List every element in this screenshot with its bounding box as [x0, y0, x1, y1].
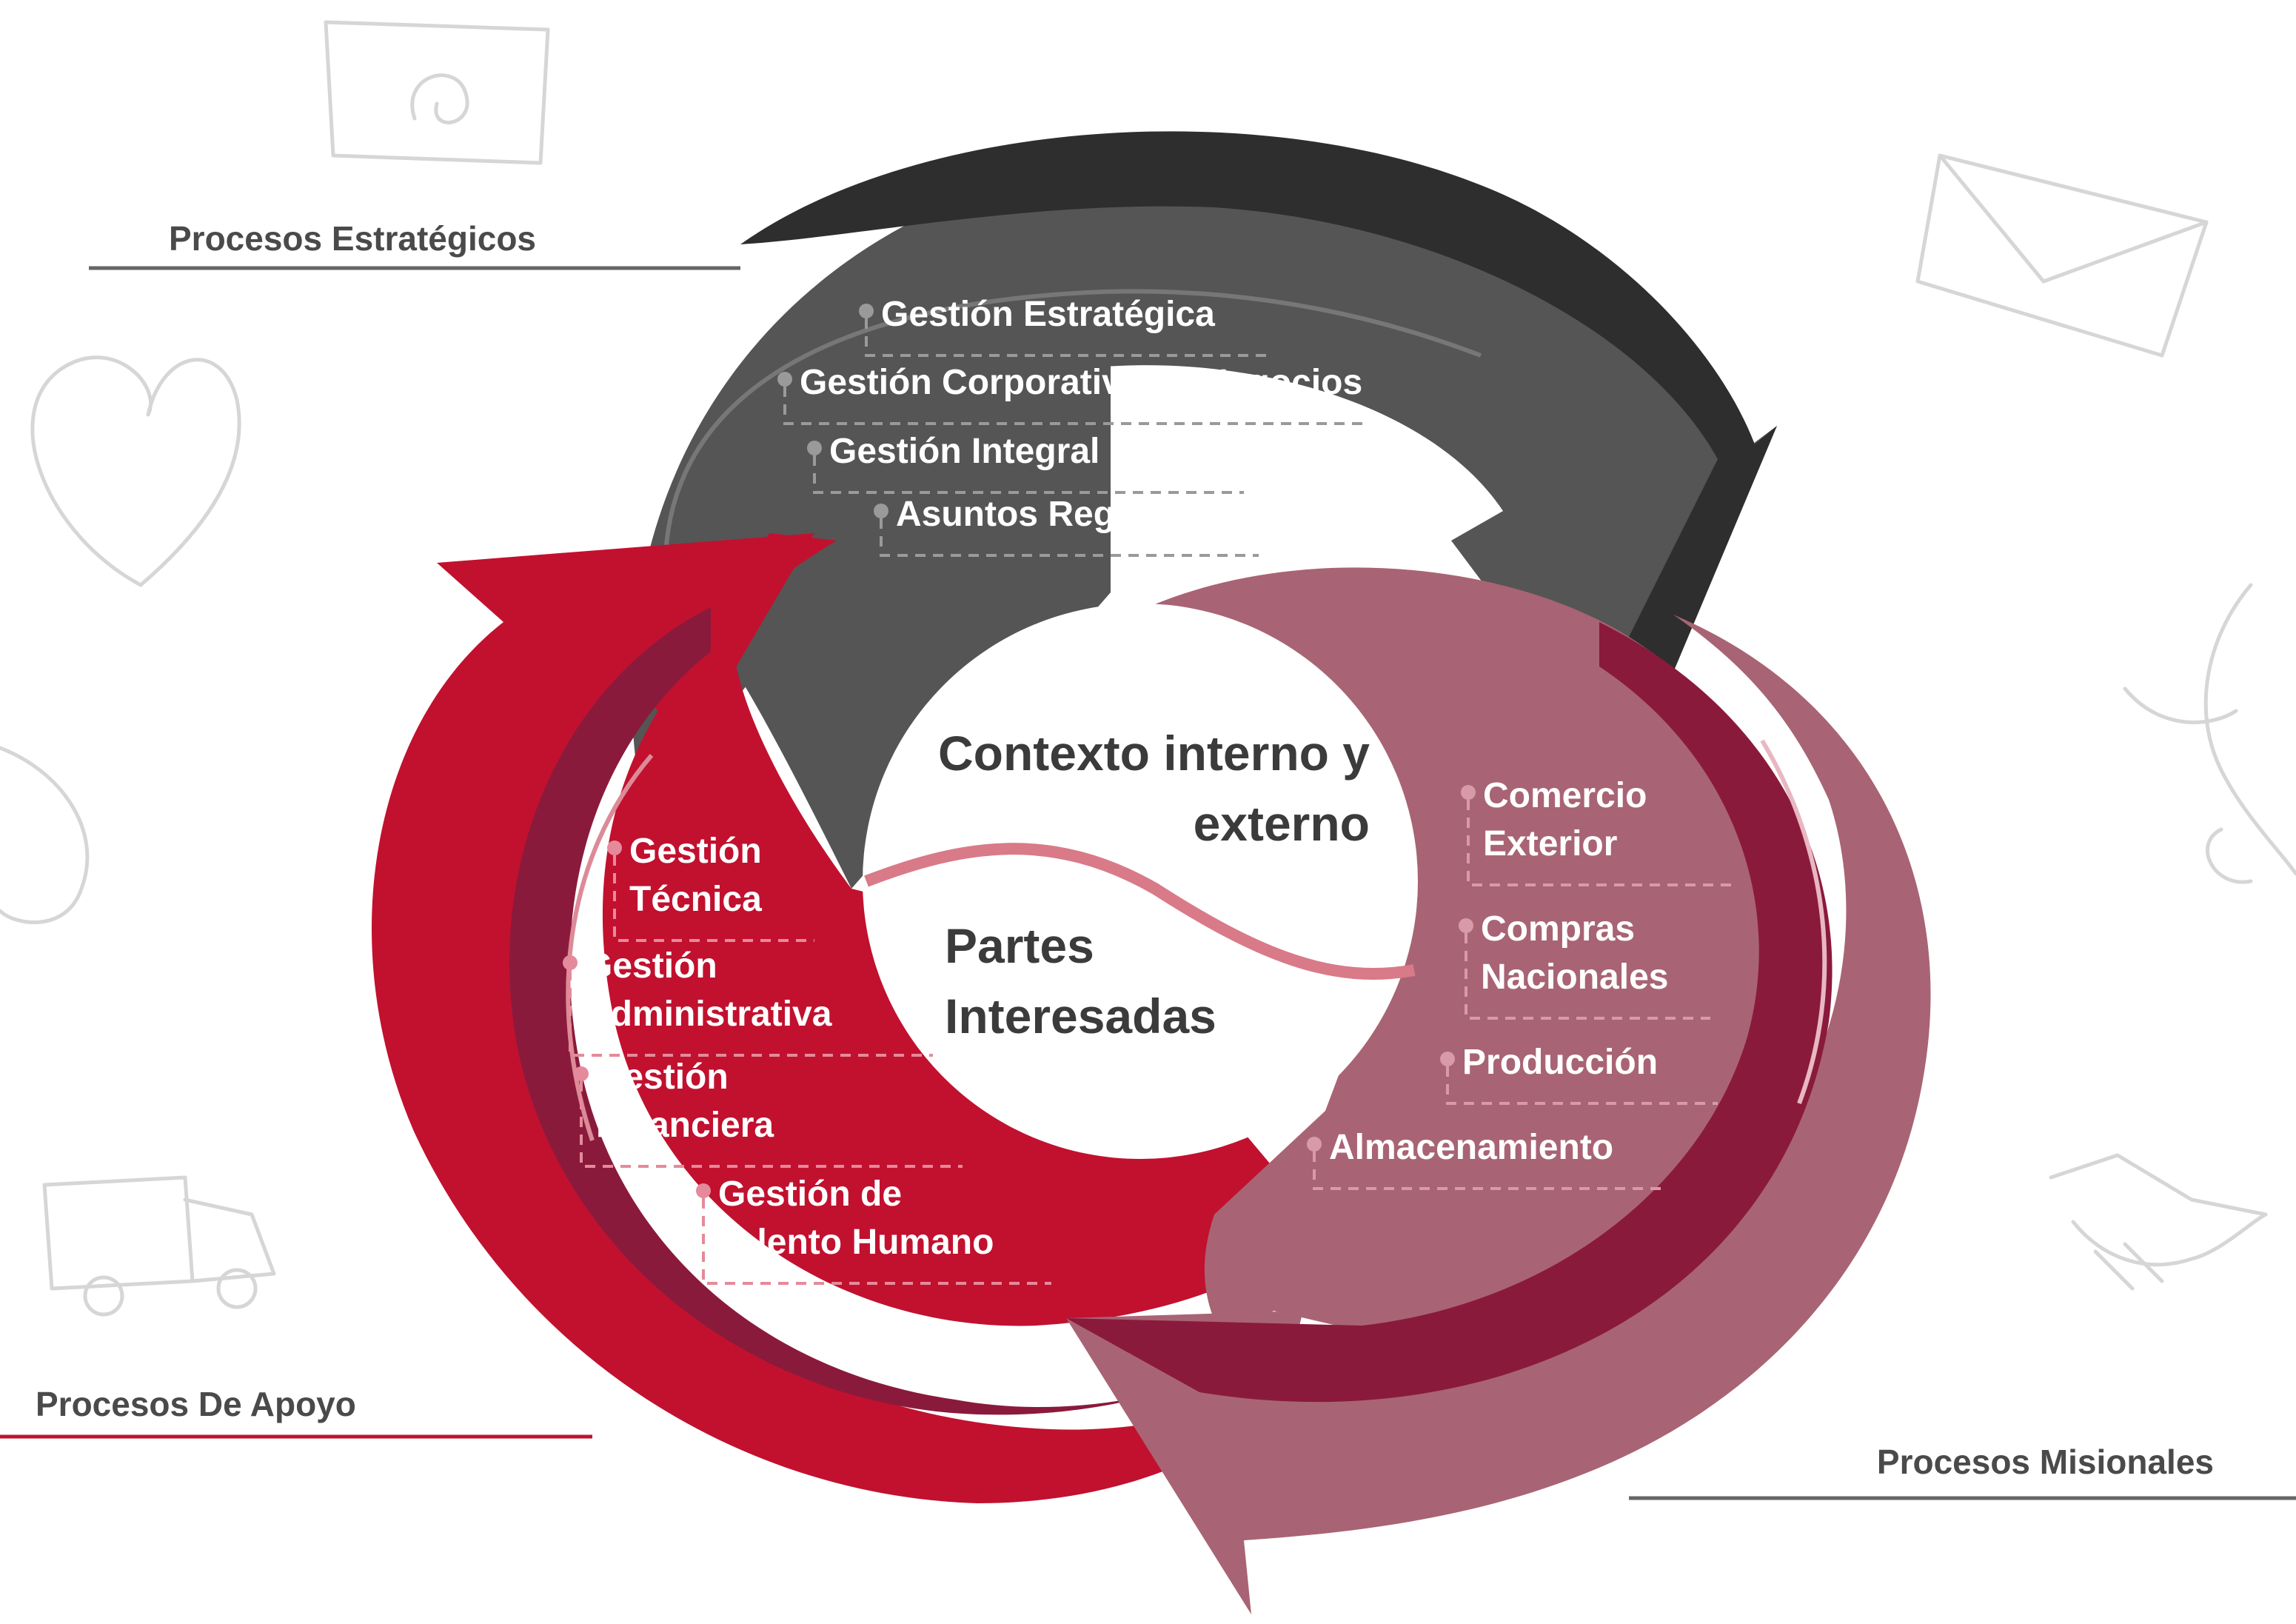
strategic-item-pin	[859, 304, 874, 318]
support-item-label: Gestión	[596, 1057, 729, 1097]
strategic-process-arrow	[632, 131, 1777, 889]
support-item-label: Administrativa	[585, 995, 832, 1034]
support-item-pin	[574, 1066, 589, 1081]
support-item-underline	[580, 1081, 963, 1168]
strategic-item-label: Asuntos Regulatorios	[896, 495, 1265, 534]
support-item-label: Técnica	[629, 880, 762, 919]
envelope-icon	[1915, 153, 2209, 358]
plant-icon	[2123, 583, 2296, 884]
mission-item-label: Producción	[1462, 1043, 1658, 1082]
support-item-label: Gestión	[629, 832, 762, 871]
mission-item-label: Exterior	[1483, 824, 1617, 863]
support-item-pin	[696, 1183, 711, 1198]
strategic-item-label: Gestión Integral HSEQ	[829, 432, 1211, 471]
support-item-underline	[569, 970, 933, 1057]
support-group-label: Procesos De Apoyo	[36, 1385, 356, 1423]
mission-item-underline	[1313, 1152, 1666, 1190]
strategic-item-label: Gestión Estratégica	[881, 295, 1215, 334]
support-item-pin	[607, 841, 622, 855]
center-stakeholders-line1: Partes	[945, 918, 1094, 973]
strategic-item-underline	[865, 318, 1273, 357]
heart-icon	[30, 355, 241, 587]
strategic-group-label: Procesos Estratégicos	[169, 219, 536, 258]
center-context-line1: Contexto interno y	[938, 726, 1370, 781]
strategic-item-pin	[874, 504, 888, 518]
strategic-item-pin	[777, 372, 792, 387]
center-context-line2: externo	[1194, 796, 1370, 851]
support-item-label: Gestión de	[718, 1174, 902, 1214]
strategic-item-pin	[807, 441, 822, 455]
mission-group-label: Procesos Misionales	[1877, 1443, 2214, 1481]
center-stakeholders-line2: Interesadas	[945, 989, 1216, 1043]
support-item-underline	[613, 855, 814, 942]
strategic-item-underline	[880, 518, 1259, 557]
mission-item-list: ComercioExteriorComprasNacionalesProducc…	[1307, 776, 1733, 1190]
support-item-label: Financiera	[596, 1106, 774, 1145]
center-circle	[863, 604, 1418, 1159]
support-item-label: Gestión	[585, 946, 717, 986]
mission-item-pin	[1461, 785, 1476, 800]
mission-item-underline	[1446, 1066, 1718, 1105]
support-item-list: GestiónTécnicaGestiónAdministrativaGesti…	[563, 832, 1051, 1285]
mission-item-pin	[1440, 1052, 1455, 1066]
mission-item-label: Nacionales	[1481, 958, 1668, 997]
support-item-pin	[563, 955, 578, 970]
doodle-icon	[0, 746, 90, 924]
photo-frame-icon	[324, 20, 550, 165]
strategic-item-underline	[783, 387, 1370, 425]
handshake-icon	[2049, 1153, 2268, 1291]
mission-item-label: Compras	[1481, 909, 1635, 949]
center-wave-line	[864, 843, 1416, 980]
mission-item-pin	[1307, 1137, 1322, 1152]
strategic-item-label: Gestión Corporativa de Negocios	[800, 363, 1362, 402]
mission-item-pin	[1459, 918, 1473, 933]
strategic-item-underline	[813, 455, 1244, 494]
truck-icon	[42, 1175, 276, 1317]
mission-item-label: Almacenamiento	[1329, 1128, 1613, 1167]
support-item-label: Talento Humano	[718, 1223, 994, 1262]
mission-item-label: Comercio	[1483, 776, 1647, 815]
